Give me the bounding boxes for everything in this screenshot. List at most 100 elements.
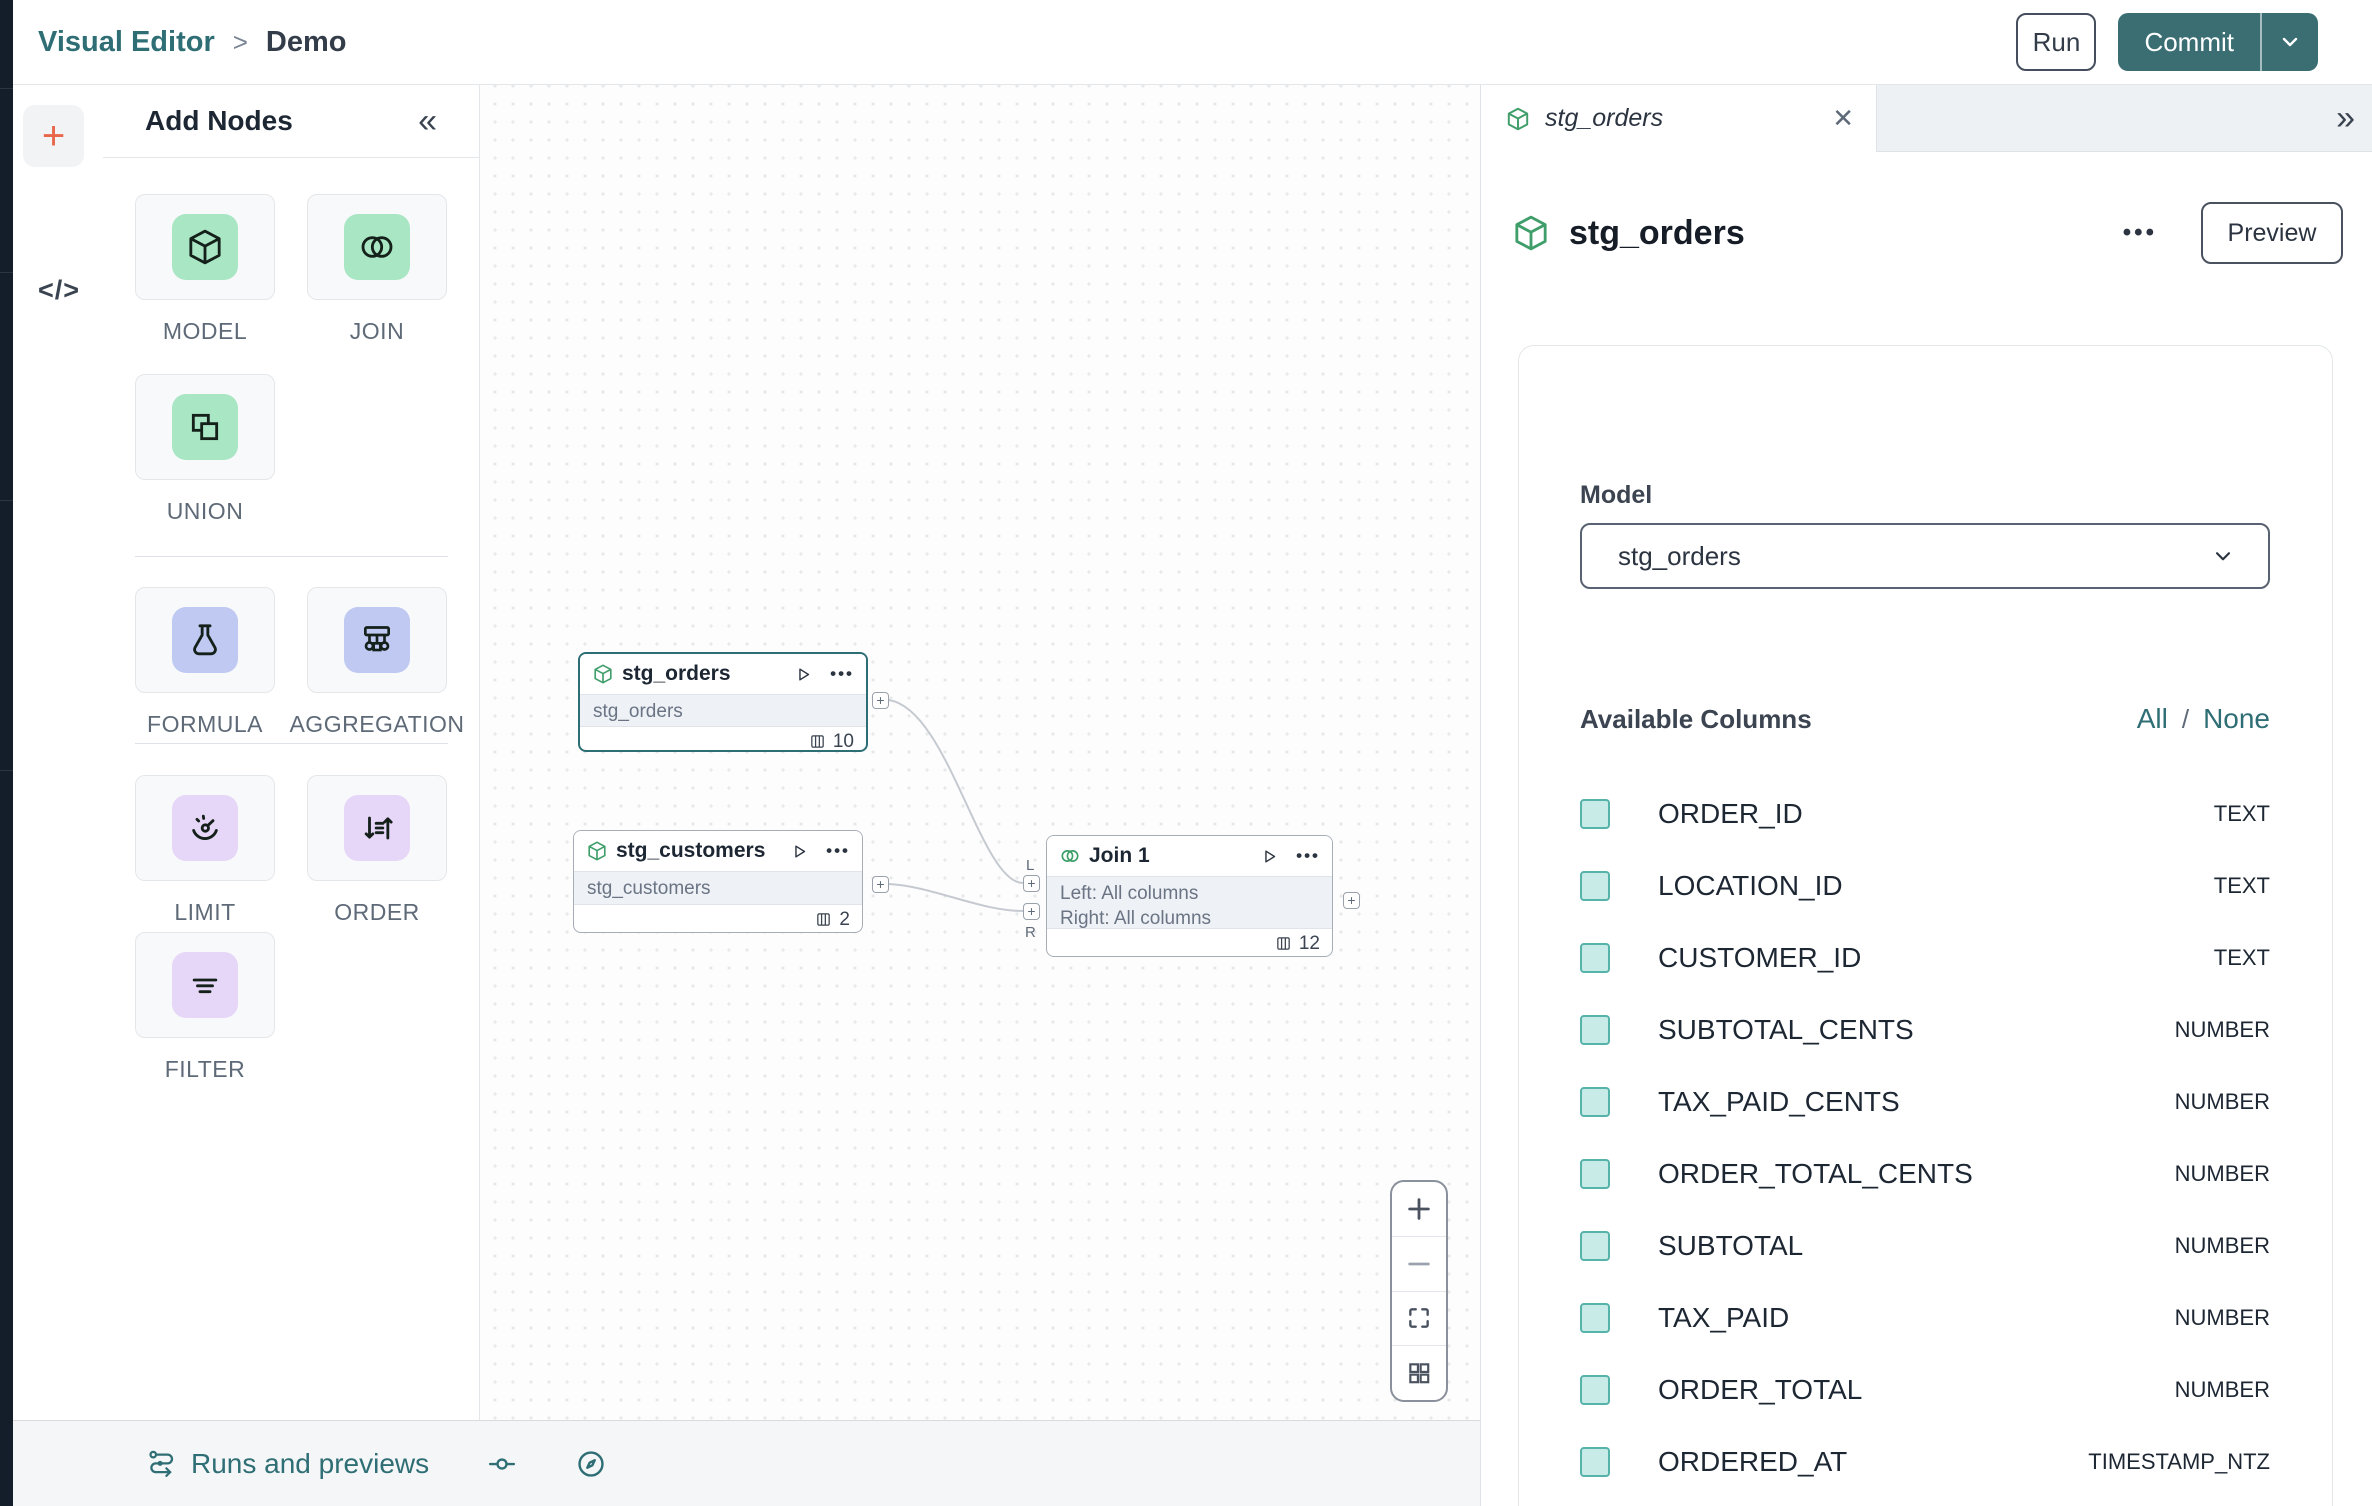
commit-split-button: Commit [2118, 13, 2318, 71]
join-circles-icon [1061, 850, 1079, 862]
tab-stg-orders[interactable]: stg_orders ✕ [1481, 85, 1877, 152]
compass-icon[interactable] [575, 1448, 607, 1480]
node-type-order[interactable] [307, 775, 447, 881]
breadcrumb-current-demo: Demo [265, 25, 347, 58]
node-type-filter[interactable] [135, 932, 275, 1038]
column-type: TEXT [2213, 801, 2270, 826]
node-subtitle: stg_customers [587, 878, 711, 899]
layout-grid-button[interactable] [1392, 1345, 1446, 1400]
dag-canvas[interactable]: stg_orders ••• stg_orders 10 + stg_custo… [480, 85, 1480, 1420]
collapse-panel-icon[interactable]: « [418, 102, 437, 140]
run-node-icon[interactable] [791, 843, 808, 860]
columns-count-icon [1277, 937, 1290, 950]
fullscreen-icon [1409, 1308, 1429, 1329]
model-cube-icon [1515, 215, 1547, 251]
node-type-join[interactable] [307, 194, 447, 300]
node-config-panel: stg_orders ✕ » stg_orders ••• Preview Mo… [1480, 85, 2372, 1506]
join-left-config: Left: All columns [1060, 883, 1199, 904]
column-type: TEXT [2213, 945, 2270, 970]
zoom-out-button[interactable] [1392, 1235, 1446, 1291]
preview-button[interactable]: Preview [2201, 202, 2343, 264]
column-checkbox[interactable] [1580, 1231, 1610, 1261]
column-row: ORDER_TOTAL_CENTS NUMBER [1580, 1138, 2270, 1210]
run-button[interactable]: Run [2016, 13, 2097, 71]
columns-count-icon [811, 735, 824, 748]
model-select[interactable]: stg_orders [1580, 523, 2270, 589]
commit-node-icon[interactable] [487, 1449, 517, 1479]
code-view-button[interactable]: </> [35, 270, 83, 310]
column-row: LOCATION_ID TEXT [1580, 850, 2270, 922]
join-right-config: Right: All columns [1060, 908, 1212, 929]
run-node-icon[interactable] [1261, 848, 1278, 865]
join-right-port-label: R [1025, 924, 1036, 941]
node-type-formula-label: FORMULA [147, 711, 263, 737]
column-row: ORDER_ID TEXT [1580, 778, 2270, 850]
node-stg-orders[interactable]: stg_orders ••• stg_orders 10 [578, 652, 868, 752]
column-row: TAX_PAID_CENTS NUMBER [1580, 1066, 2270, 1138]
runs-and-previews-button[interactable]: Runs and previews [147, 1448, 429, 1480]
breadcrumb-visual-editor[interactable]: Visual Editor [38, 25, 215, 58]
node-menu-icon[interactable]: ••• [830, 664, 854, 683]
join-left-input-port[interactable]: + [1023, 875, 1040, 892]
column-name: TAX_PAID_CENTS [1658, 1086, 1900, 1117]
node-menu-icon[interactable]: ••• [826, 841, 850, 860]
commit-button[interactable]: Commit [2118, 13, 2260, 71]
node-type-union[interactable] [135, 374, 275, 480]
model-cube-icon [1507, 107, 1529, 130]
output-port-join-1[interactable]: + [1343, 892, 1360, 909]
node-type-limit[interactable] [135, 775, 275, 881]
join-right-input-port[interactable]: + [1023, 903, 1040, 920]
panel-menu-icon[interactable]: ••• [2122, 219, 2157, 246]
column-row: ORDER_TOTAL NUMBER [1580, 1354, 2270, 1426]
column-name: CUSTOMER_ID [1658, 942, 1862, 973]
node-menu-icon[interactable]: ••• [1296, 846, 1320, 865]
column-name: TAX_PAID [1658, 1302, 1790, 1333]
collapse-right-panel-icon[interactable]: » [2336, 99, 2355, 137]
commit-dropdown-button[interactable] [2260, 13, 2318, 71]
column-row: TAX_PAID NUMBER [1580, 1282, 2270, 1354]
close-tab-icon[interactable]: ✕ [1832, 103, 1854, 133]
plus-icon: + [41, 113, 66, 158]
column-type: TEXT [2213, 873, 2270, 898]
column-checkbox[interactable] [1580, 1303, 1610, 1333]
column-checkbox[interactable] [1580, 1159, 1610, 1189]
panel-tab-bar: stg_orders ✕ » [1481, 85, 2372, 152]
panel-title: stg_orders [1569, 213, 1745, 252]
run-node-icon[interactable] [795, 666, 812, 683]
chevron-down-icon [2210, 543, 2236, 569]
column-count: 10 [832, 730, 854, 752]
node-type-aggregation[interactable] [307, 587, 447, 693]
select-all-link[interactable]: All [2136, 703, 2168, 734]
node-type-aggregation-label: AGGREGATION [289, 711, 465, 737]
output-port-stg-customers[interactable]: + [872, 876, 889, 893]
node-stg-customers[interactable]: stg_customers ••• stg_customers 2 [573, 830, 863, 933]
node-type-model[interactable] [135, 194, 275, 300]
column-checkbox[interactable] [1580, 1087, 1610, 1117]
output-port-stg-orders[interactable]: + [872, 692, 889, 709]
node-join-1[interactable]: Join 1 ••• Left: All columns Right: All … [1046, 835, 1333, 957]
node-subtitle: stg_orders [593, 701, 683, 722]
column-type: NUMBER [2174, 1305, 2270, 1330]
column-name: ORDERED_AT [1658, 1446, 1848, 1477]
add-node-button[interactable]: + [23, 105, 84, 167]
column-checkbox[interactable] [1580, 1447, 1610, 1477]
column-name: ORDER_TOTAL_CENTS [1658, 1158, 1973, 1189]
select-none-link[interactable]: None [2203, 703, 2270, 734]
fit-view-button[interactable] [1392, 1290, 1446, 1346]
tab-title: stg_orders [1545, 104, 1664, 132]
column-row: SUBTOTAL_CENTS NUMBER [1580, 994, 2270, 1066]
node-type-limit-label: LIMIT [174, 899, 236, 925]
zoom-in-button[interactable] [1392, 1182, 1446, 1236]
column-checkbox[interactable] [1580, 943, 1610, 973]
node-type-filter-label: FILTER [164, 1056, 246, 1082]
node-type-formula[interactable] [135, 587, 275, 693]
column-type: NUMBER [2174, 1161, 2270, 1186]
column-list: ORDER_ID TEXT LOCATION_ID TEXT CUSTOMER_… [1580, 778, 2270, 1498]
runs-and-previews-label: Runs and previews [191, 1447, 430, 1479]
model-cube-icon [588, 841, 606, 861]
column-checkbox[interactable] [1580, 799, 1610, 829]
column-checkbox[interactable] [1580, 1015, 1610, 1045]
add-nodes-header: Add Nodes « [103, 85, 479, 158]
column-checkbox[interactable] [1580, 1375, 1610, 1405]
column-checkbox[interactable] [1580, 871, 1610, 901]
